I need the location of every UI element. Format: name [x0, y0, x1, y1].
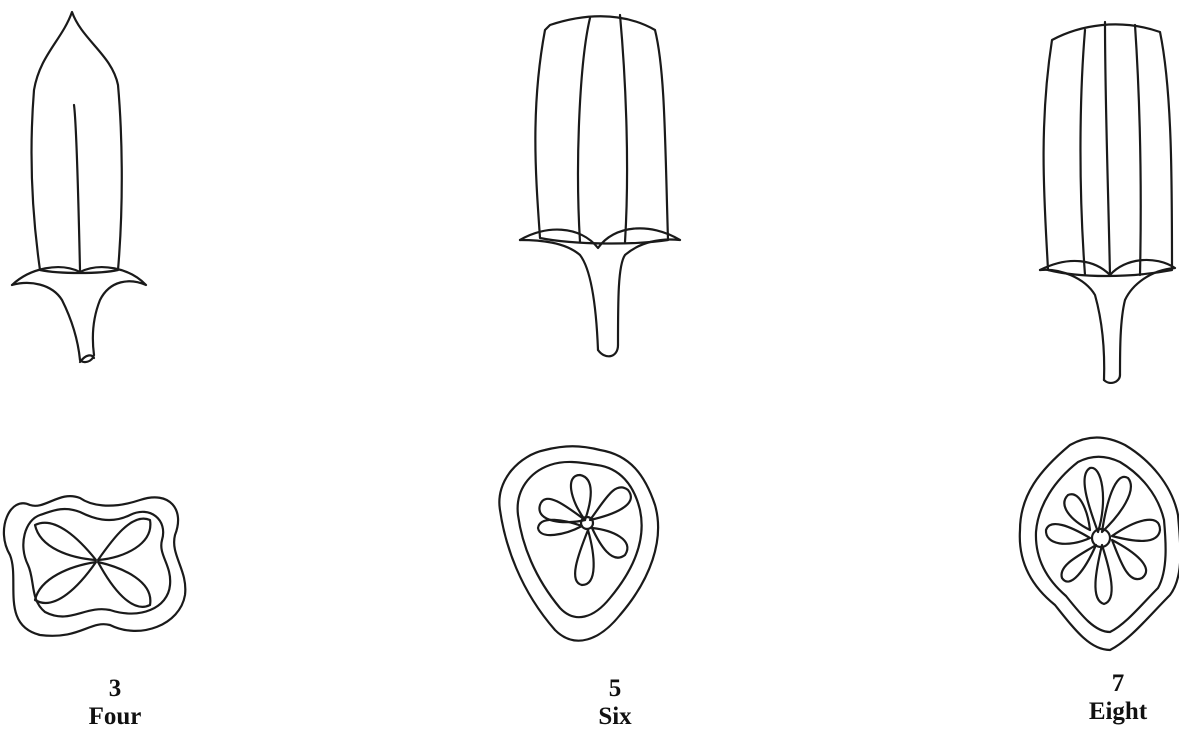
fruit-side-view-3 [12, 12, 146, 362]
panel-name: Four [55, 703, 175, 731]
panel-label-5: 5 Six [555, 675, 675, 731]
fruit-side-view-7 [1040, 22, 1175, 383]
fruit-cross-section-7 [1020, 438, 1179, 651]
fruit-side-view-5 [520, 15, 680, 356]
panel-number: 3 [55, 675, 175, 703]
panel-label-3: 3 Four [55, 675, 175, 731]
panel-number: 5 [555, 675, 675, 703]
panel-name: Eight [1058, 698, 1178, 726]
panel-number: 7 [1058, 670, 1178, 698]
panel-name: Six [555, 703, 675, 731]
fruit-cross-section-3 [4, 496, 185, 636]
panel-label-7: 7 Eight [1058, 670, 1178, 726]
fruit-cross-section-5 [499, 446, 658, 640]
